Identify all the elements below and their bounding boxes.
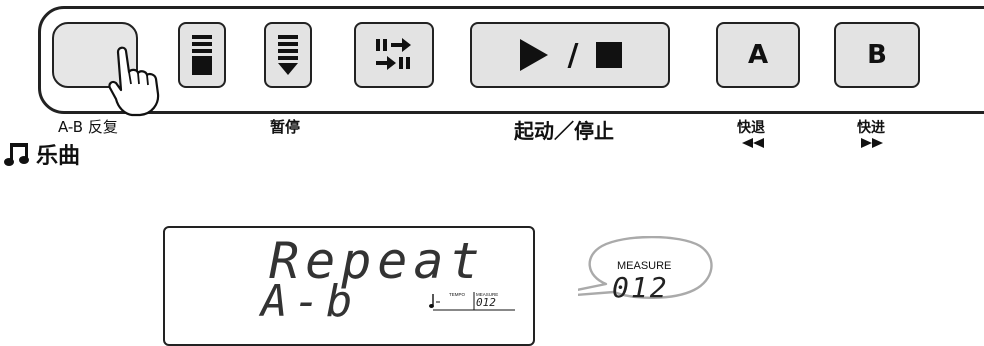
play-stop-button[interactable]: / (470, 22, 670, 88)
sync-start-icon (376, 38, 411, 70)
lcd-measure-value: 012 (476, 296, 496, 309)
stop-icon (596, 42, 623, 68)
sync-start-button[interactable] (354, 22, 434, 88)
lcd-tempo-measure-readout: TEMPO MEASURE 012 (429, 292, 515, 311)
record-button[interactable] (178, 22, 226, 88)
lcd-tempo-label: TEMPO (449, 292, 466, 297)
pause-icon (278, 35, 298, 75)
song-section-heading: 乐曲 (4, 138, 80, 170)
fast-forward-icon (861, 138, 883, 148)
rewind-label: 快退 (737, 120, 765, 136)
a-button-label: A (747, 40, 769, 70)
play-icon (519, 39, 548, 71)
b-button[interactable]: B (834, 22, 920, 88)
callout-title: MEASURE (617, 260, 672, 272)
music-note-icon (4, 143, 29, 166)
measure-callout-bubble (578, 236, 713, 299)
start-stop-label: 起动／停止 (514, 119, 614, 143)
lcd-display: Repeat A-b TEMPO MEASURE 012 (163, 226, 535, 346)
lcd-line-2: A-b (261, 276, 359, 327)
callout-measure-value: 012 (612, 271, 669, 304)
b-button-label: B (867, 40, 887, 70)
ab-repeat-label: A-B 反复 (58, 118, 118, 136)
a-button[interactable]: A (716, 22, 800, 88)
fast-forward-label: 快进 (857, 120, 885, 136)
pause-button[interactable] (264, 22, 312, 88)
pointing-hand-icon (108, 46, 160, 117)
record-icon (192, 35, 212, 75)
lcd-measure-label: MEASURE (476, 292, 498, 297)
play-stop-separator: / (567, 37, 579, 73)
pause-label: 暂停 (270, 118, 301, 136)
lcd-line-1: Repeat (269, 232, 486, 290)
song-label: 乐曲 (36, 144, 81, 169)
rewind-icon (742, 138, 764, 148)
